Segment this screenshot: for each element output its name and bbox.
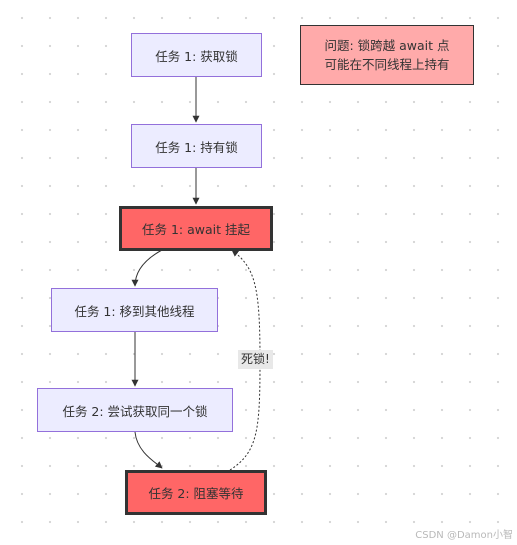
- node-task2-try-acquire-label: 任务 2: 尝试获取同一个锁: [62, 403, 208, 419]
- node-task1-hold-lock-label: 任务 1: 持有锁: [155, 139, 238, 155]
- node-task1-move-thread: 任务 1: 移到其他线程: [51, 288, 218, 332]
- watermark: CSDN @Damon小智: [415, 530, 513, 541]
- edge-deadlock-loop: [229, 249, 261, 471]
- note-problem-line2: 可能在不同线程上持有: [324, 57, 450, 72]
- note-problem-line1: 问题: 锁跨越 await 点: [324, 38, 450, 53]
- node-task1-acquire-lock-label: 任务 1: 获取锁: [155, 48, 238, 64]
- edge-await-to-move: [131, 249, 163, 287]
- node-task2-try-acquire: 任务 2: 尝试获取同一个锁: [37, 388, 233, 432]
- edge-label-deadlock: 死锁!: [238, 350, 273, 369]
- note-problem: 问题: 锁跨越 await 点 可能在不同线程上持有: [300, 25, 474, 85]
- node-task1-move-thread-label: 任务 1: 移到其他线程: [74, 303, 195, 319]
- edge-try-to-block: [134, 431, 163, 469]
- node-task2-block-wait: 任务 2: 阻塞等待: [125, 470, 267, 515]
- node-task1-await-suspend-label: 任务 1: await 挂起: [141, 222, 250, 237]
- node-task1-acquire-lock: 任务 1: 获取锁: [131, 33, 262, 77]
- node-task2-block-wait-label: 任务 2: 阻塞等待: [148, 486, 244, 501]
- node-task1-hold-lock: 任务 1: 持有锁: [131, 124, 262, 168]
- node-task1-await-suspend: 任务 1: await 挂起: [119, 206, 273, 251]
